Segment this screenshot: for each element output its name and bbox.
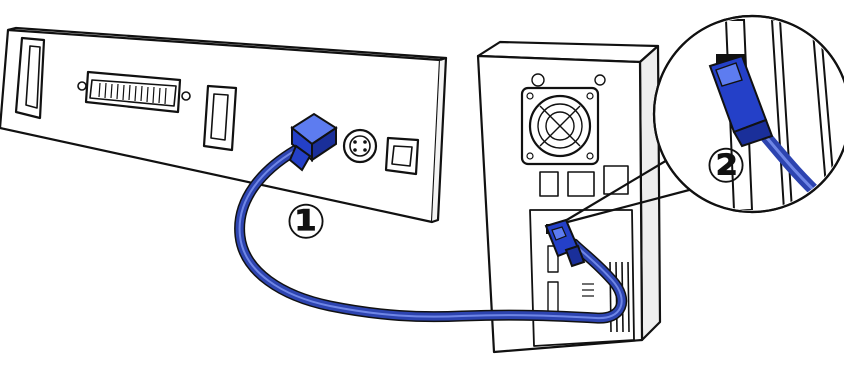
step-2-label: ② bbox=[706, 138, 747, 194]
step-2-marker: ② bbox=[706, 138, 747, 194]
step-1-label: ① bbox=[286, 194, 327, 250]
printer-rear-panel bbox=[0, 28, 446, 222]
tower-pc-icon bbox=[478, 42, 660, 352]
step-1-marker: ① bbox=[286, 194, 327, 250]
